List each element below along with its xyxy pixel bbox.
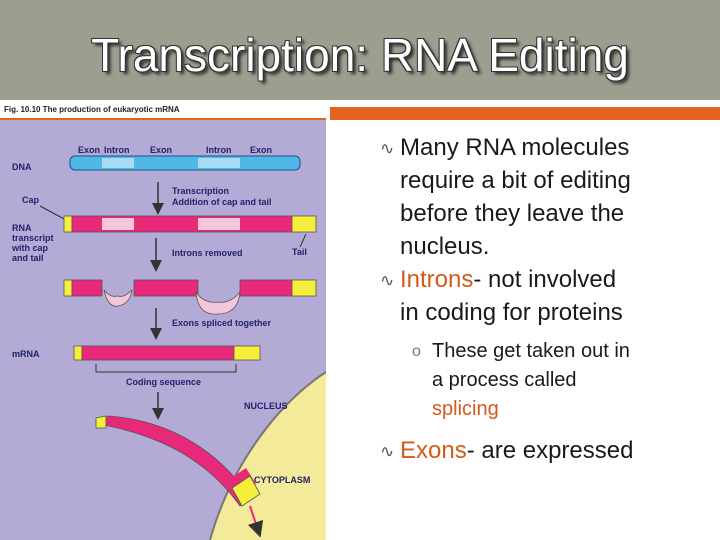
rna-label-2: transcript [12,233,54,243]
rna-label-1: RNA [12,223,32,233]
bullet-text: - not involved [473,266,617,293]
introns-term: Introns [400,266,474,293]
nuclear-membrane [209,371,326,540]
swirl-bullet-icon: ∿ [380,442,395,461]
slide-title: Transcription: RNA Editing [91,29,629,81]
figure-caption: Fig. 10.10 The production of eukaryotic … [4,105,180,114]
nucleus-label: NUCLEUS [244,401,288,411]
swirl-bullet-icon: ∿ [380,139,395,158]
bullet-line: Exons- are expressed [400,434,710,467]
mrna-production-figure: Fig. 10.10 The production of eukaryotic … [0,102,326,540]
introns-removed-label: Introns removed [172,248,243,258]
exons-spliced-label: Exons spliced together [172,318,272,328]
spliced-segments [63,279,317,315]
bullet-text: - are expressed [466,437,634,464]
exon-label-2: Exon [150,145,172,155]
sub-bullet-line: a process called [432,369,577,391]
cap-label: Cap [22,195,40,205]
transcription-label: Transcription [172,186,229,196]
rna-label-4: and tail [12,253,44,263]
accent-bar [330,107,720,120]
circle-bullet-icon: o [412,343,421,360]
bullet-item-exons: ∿ Exons- are expressed [380,434,710,467]
bullet-line: Many RNA molecules [400,134,630,161]
exon-label-3: Exon [250,145,272,155]
addition-label: Addition of cap and tail [172,197,272,207]
dna-label: DNA [12,162,32,172]
rna-transcript [63,215,317,233]
intron-label-2: Intron [206,145,232,155]
bullet-list: ∿ Many RNA molecules require a bit of ed… [380,131,710,467]
bullet-line: require a bit of editing [400,167,631,194]
coding-sequence-label: Coding sequence [126,377,201,387]
sub-bullet-line: These get taken out in [432,340,630,362]
bullet-item-rna-editing: ∿ Many RNA molecules require a bit of ed… [380,131,710,263]
bullet-line: nucleus. [400,233,490,260]
mrna-strand [73,345,261,361]
intron-label-1: Intron [104,145,130,155]
tail-label: Tail [292,247,307,257]
exiting-mrna [95,415,264,538]
swirl-bullet-icon: ∿ [380,271,395,290]
cytoplasm-label: CYTOPLASM [254,475,310,485]
title-bar [0,0,720,100]
rna-label-3: with cap [11,243,49,253]
bullet-line: in coding for proteins [400,299,623,326]
exons-term: Exons [400,437,467,464]
splicing-term: splicing [432,398,499,420]
sub-bullet-splicing: o These get taken out in a process calle… [412,337,710,424]
bullet-item-introns: ∿ Introns- not involved in coding for pr… [380,263,710,329]
bullet-line: Introns- not involved [400,263,710,296]
mrna-label: mRNA [12,349,40,359]
exon-label-1: Exon [78,145,100,155]
bullet-line: before they leave the [400,200,625,227]
